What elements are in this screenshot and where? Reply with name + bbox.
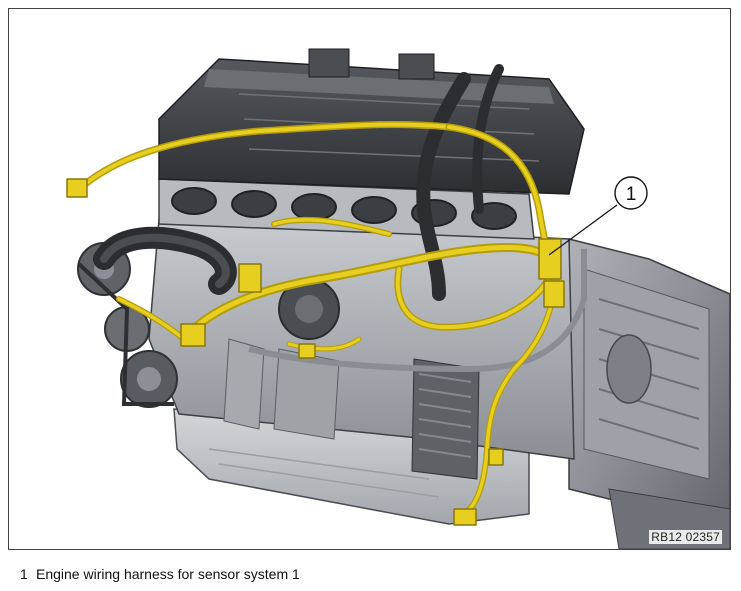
legend-item-number: 1: [20, 566, 28, 582]
transmission: [568, 238, 730, 549]
wiring-harness: [66, 120, 565, 526]
coolant-line: [248, 249, 587, 373]
callout-leader: [548, 204, 618, 256]
legend-item-text: Engine wiring harness for sensor system …: [36, 566, 300, 582]
figure-frame: 1 RB12 02357: [8, 8, 731, 550]
figure-reference-code: RB12 02357: [649, 530, 722, 544]
exhaust-ports: [158, 178, 535, 240]
legend: 1 Engine wiring harness for sensor system…: [20, 566, 300, 582]
engine-illustration: 1: [66, 48, 730, 549]
callout-number: 1: [626, 184, 637, 205]
callout-circle: [614, 176, 648, 210]
